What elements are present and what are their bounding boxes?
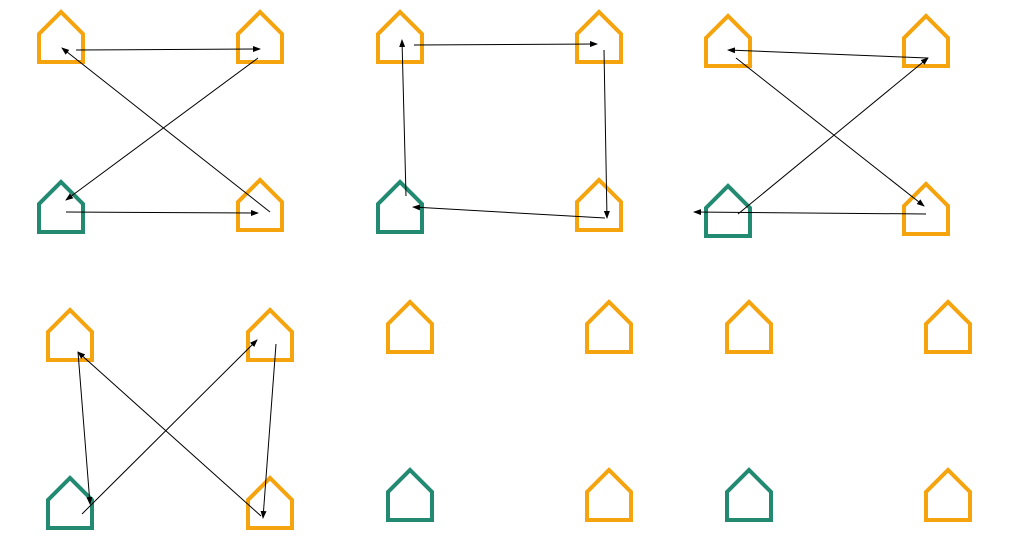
start-house-icon <box>37 179 85 234</box>
house-icon <box>37 9 85 64</box>
panel-6 <box>725 299 972 522</box>
route-arrow <box>260 343 277 519</box>
route-arrow <box>77 351 93 505</box>
route-arrow <box>737 57 929 215</box>
house-icon <box>46 307 94 362</box>
house-icon <box>725 299 773 354</box>
start-house-icon <box>386 467 434 522</box>
panel-2 <box>376 9 623 234</box>
house-icon <box>924 467 972 522</box>
house-icon <box>575 9 623 64</box>
panel-4 <box>46 307 294 530</box>
route-arrow <box>75 46 261 53</box>
house-icon <box>386 299 434 354</box>
house-icon <box>585 467 633 522</box>
house-icon <box>704 13 752 68</box>
house-icon <box>575 177 623 232</box>
start-house-icon <box>46 475 94 530</box>
route-arrow <box>412 204 606 219</box>
house-icon <box>924 299 972 354</box>
route-arrow <box>603 49 610 219</box>
house-icon <box>902 181 950 236</box>
route-arrow <box>693 209 927 216</box>
house-icon <box>236 9 284 64</box>
route-arrow <box>65 57 259 201</box>
house-icon <box>246 475 294 530</box>
route-arrow <box>61 47 271 213</box>
house-icon <box>902 13 950 68</box>
panel-3 <box>693 13 950 238</box>
start-house-icon <box>725 467 773 522</box>
start-house-icon <box>376 179 424 234</box>
house-icon <box>246 307 294 362</box>
panels-layer <box>37 9 972 530</box>
house-icon <box>376 9 424 64</box>
start-house-icon <box>704 183 752 238</box>
route-arrow <box>735 57 925 207</box>
route-arrow <box>727 47 929 59</box>
route-arrow <box>81 339 258 515</box>
house-icon <box>585 299 633 354</box>
route-arrow <box>413 41 598 48</box>
house-icon <box>236 177 284 232</box>
route-arrow <box>65 209 259 216</box>
route-arrow <box>399 39 407 197</box>
panel-5 <box>386 299 633 522</box>
panel-1 <box>37 9 284 234</box>
route-arrow <box>77 351 262 517</box>
